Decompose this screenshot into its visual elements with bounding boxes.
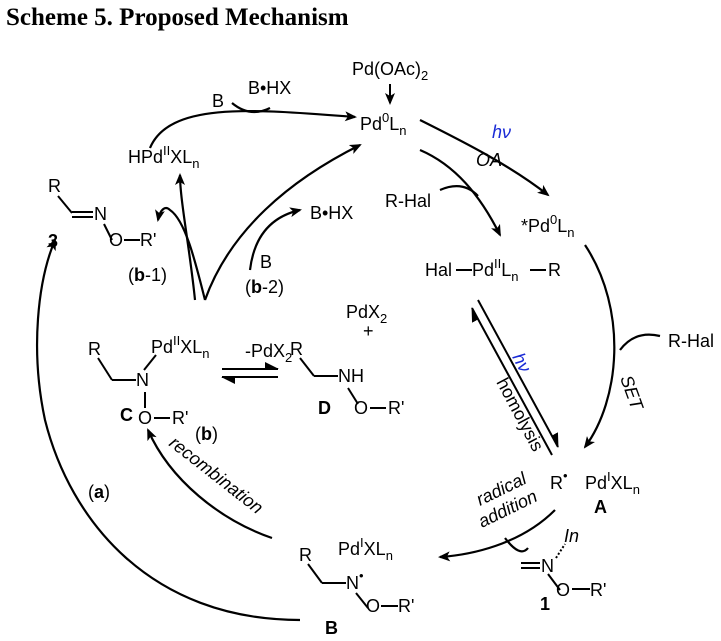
svg-text:*Pd0Ln: *Pd0Ln bbox=[521, 212, 575, 240]
label-b: B bbox=[325, 618, 338, 638]
r-hal-set: R-Hal bbox=[668, 331, 714, 351]
path-a-arrow bbox=[35, 238, 301, 622]
svg-text:R': R' bbox=[172, 408, 188, 428]
svg-text:O: O bbox=[109, 230, 123, 250]
oa-complex: Hal PdIILn R bbox=[425, 256, 561, 284]
svg-text:NH: NH bbox=[338, 366, 364, 386]
radical-b: R N• PdIXLn O R' B bbox=[299, 535, 414, 638]
label-1: 1 bbox=[540, 594, 550, 614]
hpd-formation-arrow bbox=[175, 173, 197, 301]
svg-text:R: R bbox=[88, 339, 101, 359]
set-rhal-arc bbox=[619, 333, 661, 351]
svg-text:PdIXLn: PdIXLn bbox=[338, 535, 393, 563]
svg-text:R: R bbox=[48, 176, 61, 196]
beta-h-elimination-arrow bbox=[148, 109, 357, 149]
path-b1-label: (b-1) bbox=[128, 265, 167, 285]
scheme-title: Scheme 5. Proposed Mechanism bbox=[6, 4, 349, 31]
svg-text:R•: R• bbox=[550, 468, 568, 493]
bhx-mid: B•HX bbox=[310, 203, 353, 223]
svg-text:PdIXLn: PdIXLn bbox=[585, 469, 640, 497]
label-d: D bbox=[318, 398, 331, 418]
radical-pair-a: R• PdIXLn A bbox=[550, 468, 640, 517]
homolysis-forward-arrow bbox=[477, 299, 559, 448]
svg-text:In: In bbox=[564, 526, 579, 546]
svg-text:O: O bbox=[556, 580, 570, 600]
svg-text:O: O bbox=[138, 408, 152, 428]
svg-text:R: R bbox=[299, 545, 312, 565]
svg-text:R: R bbox=[290, 339, 303, 359]
path-b2-arrow bbox=[203, 144, 362, 301]
svg-text:R': R' bbox=[590, 580, 606, 600]
path-b2-label: (b-2) bbox=[245, 277, 284, 297]
r-hal-oa: R-Hal bbox=[385, 191, 431, 211]
hv-top-label: hν bbox=[492, 122, 511, 142]
base-b-left: B bbox=[212, 91, 224, 111]
complex-c: R N PdIIXLn O R' C bbox=[88, 333, 210, 428]
svg-text:O: O bbox=[366, 596, 380, 616]
svg-text:+: + bbox=[363, 321, 374, 341]
path-a-label: (a) bbox=[88, 482, 110, 502]
svg-text:N: N bbox=[136, 370, 149, 390]
svg-text:N: N bbox=[541, 556, 554, 576]
hpd-ii-xln: HPdIIXLn bbox=[128, 143, 200, 171]
path-b-label: (b) bbox=[195, 424, 218, 444]
homolysis-reverse-arrow bbox=[471, 307, 553, 456]
excited-pd0-ln: *Pd0Ln bbox=[521, 212, 575, 240]
oa-label: OA bbox=[476, 150, 502, 170]
svg-text:N: N bbox=[94, 204, 107, 224]
base-b-right: B bbox=[260, 252, 272, 272]
svg-text:PdIILn: PdIILn bbox=[472, 256, 519, 284]
bhx-top: B•HX bbox=[248, 78, 291, 98]
set-arrow bbox=[583, 244, 616, 449]
svg-text:Pd0Ln: Pd0Ln bbox=[360, 110, 407, 138]
svg-text:R': R' bbox=[388, 398, 404, 418]
svg-text:Pd(OAc)2: Pd(OAc)2 bbox=[352, 59, 428, 83]
pd0-ln: Pd0Ln bbox=[360, 110, 407, 138]
recombination-label: recombination bbox=[166, 432, 267, 517]
label-3: 3 bbox=[48, 231, 58, 251]
path-b1-arrow bbox=[155, 206, 207, 301]
recombination-arrow bbox=[146, 428, 273, 540]
oa-rhal-arc bbox=[439, 185, 479, 197]
set-label: SET bbox=[616, 373, 647, 415]
svg-text:HPdIIXLn: HPdIIXLn bbox=[128, 143, 200, 171]
svg-text:PdIIXLn: PdIIXLn bbox=[151, 333, 210, 361]
b2-bhx-arc bbox=[248, 207, 302, 271]
complex-d: PdX2 + R NH O R' D bbox=[290, 302, 404, 418]
product-3: R N O R' 3 bbox=[48, 176, 156, 251]
radical-addition-substrate-arc bbox=[504, 537, 529, 553]
photoexcitation-arrow bbox=[419, 119, 550, 197]
radical-addition-arrow bbox=[438, 509, 556, 562]
svg-text:R': R' bbox=[398, 596, 414, 616]
label-a: A bbox=[594, 497, 607, 517]
svg-text:N•: N• bbox=[346, 568, 364, 593]
pd-oac2-reagent: Pd(OAc)2 bbox=[352, 59, 428, 83]
svg-text:R': R' bbox=[140, 230, 156, 250]
svg-text:R: R bbox=[548, 260, 561, 280]
svg-text:O: O bbox=[354, 398, 368, 418]
minus-pdx2-label: -PdX2 bbox=[245, 341, 292, 365]
svg-text:Hal: Hal bbox=[425, 260, 452, 280]
label-c: C bbox=[120, 405, 133, 425]
hv-mid-label: hν bbox=[508, 349, 535, 375]
substrate-1: N In O R' 1 bbox=[521, 526, 606, 614]
svg-text:PdX2: PdX2 bbox=[346, 302, 387, 326]
oxidative-addition-arrow bbox=[419, 148, 501, 237]
